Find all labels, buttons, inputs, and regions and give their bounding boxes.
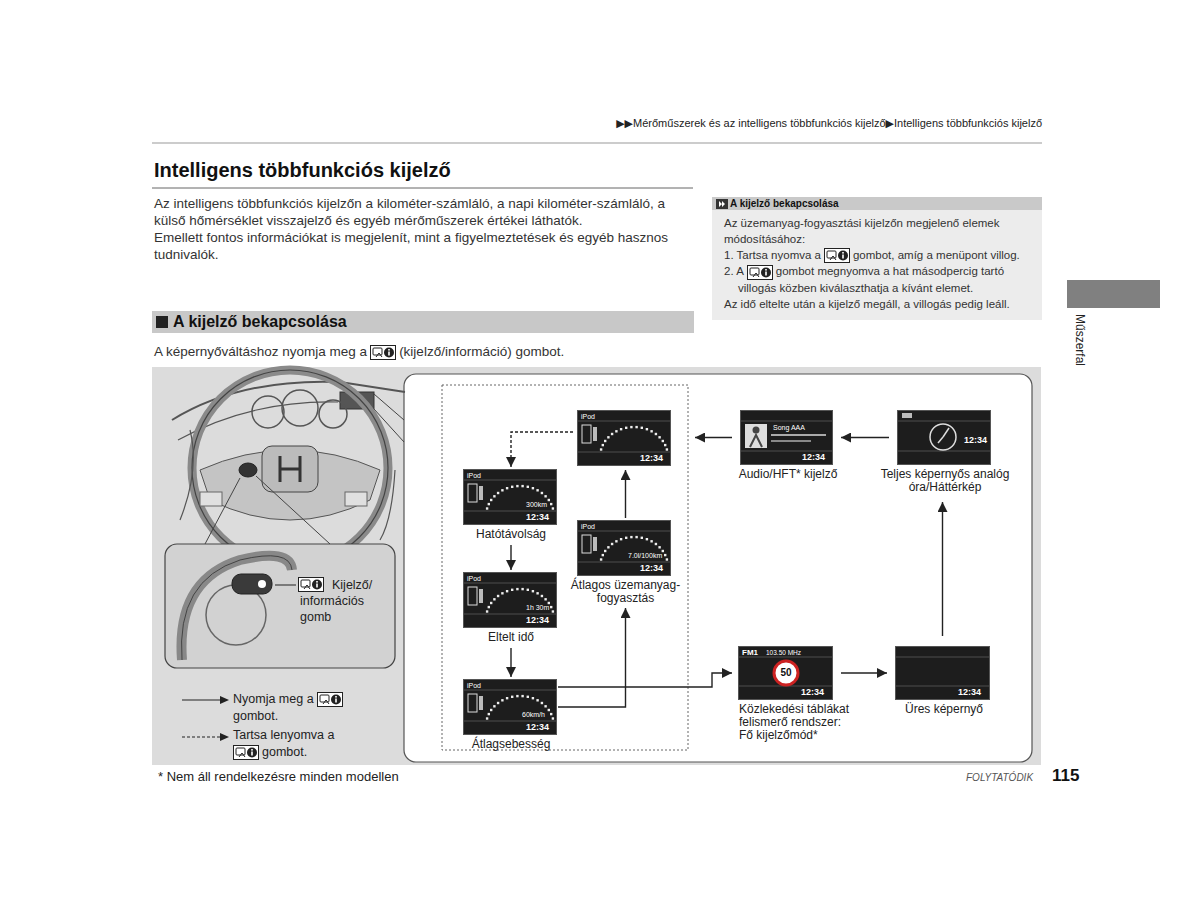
legend-text: gombot. — [233, 709, 278, 723]
flow-panel — [404, 374, 1032, 762]
display-screen: Eltelt időiPod1h 30m12:34 — [463, 572, 557, 628]
section-square — [156, 316, 168, 328]
display-screen: Üres képernyő12:34 — [895, 646, 990, 700]
display-info-button-icon — [370, 345, 396, 360]
legend-text: Nyomja meg a — [233, 692, 314, 706]
breadcrumb: ▶▶Mérőműszerek és az intelligens többfun… — [440, 117, 1042, 130]
sidebar-text: Az idő eltelte után a kijelző megáll, a … — [724, 296, 1030, 312]
display-screen: Teljes képernyős analóg óra/Háttérkép12:… — [897, 410, 991, 465]
sidebar-step: 1. Tartsa nyomva a gombot, amíg a menüpon… — [724, 247, 1030, 263]
chapter-tab-label: Műszerfal — [1073, 302, 1087, 378]
display-screen: HatótávolságiPod300km12:34 — [463, 469, 557, 525]
legend-text: Tartsa lenyomva a — [233, 728, 334, 742]
flow-arrow — [511, 432, 573, 467]
legend-text: gombot. — [262, 745, 307, 759]
instruction-line: A képernyőváltáshoz nyomja meg a (kijelző… — [154, 343, 694, 360]
screen-readout: 12:34 — [526, 723, 549, 732]
display-screen: Közlekedési táblákat felismerő rendszer:… — [738, 646, 833, 700]
screen-readout: 103.50 MHz — [766, 650, 801, 657]
display-info-button-icon — [298, 577, 324, 592]
screen-readout: iPod — [467, 472, 481, 479]
flow-arrow — [510, 648, 511, 677]
screen-readout: 12:34 — [964, 436, 987, 445]
legend-row: Tartsa lenyomva a gombot. — [233, 727, 351, 761]
legend-row: Nyomja meg a gombot. — [233, 691, 355, 725]
fuel-group-box — [442, 385, 688, 750]
page-title: Intelligens többfunkciós kijelző — [154, 159, 451, 182]
sidebar-text: gombot megnyomva a hat másodpercig tartó… — [738, 265, 1004, 293]
flow-arrow — [942, 502, 943, 636]
page-number: 115 — [1052, 766, 1079, 786]
sidebar-note: A kijelző bekapcsolása Az üzemanyag-fogya… — [712, 197, 1042, 320]
title-rule — [152, 188, 693, 189]
screen-caption: Üres képernyő — [894, 703, 994, 716]
display-screen: Audio/HFT* kijelzőSong AAA12:34 — [740, 410, 833, 465]
screen-readout: iPod — [581, 523, 595, 530]
flow-arrow — [558, 673, 732, 687]
flow-arrow — [841, 672, 887, 673]
screen-readout: FM1 — [742, 649, 758, 657]
screen-caption: Átlagos üzemanyag-fogyasztás — [563, 579, 688, 605]
screen-readout: 300km — [526, 501, 547, 508]
instruction-text: A képernyőváltáshoz nyomja meg a — [154, 344, 367, 359]
display-screen: Átlagos üzemanyag-fogyasztásiPod7.0l/100… — [577, 520, 671, 576]
screen-readout: Song AAA — [773, 424, 805, 431]
display-screen: iPod 12:34 — [577, 410, 671, 466]
reference-marker — [716, 199, 728, 209]
screen-readout: 50 — [773, 668, 799, 678]
screen-readout: 12:34 — [958, 688, 981, 697]
button-callout: Kijelző/ információs gomb — [300, 577, 392, 625]
sidebar-text: Az üzemanyag-fogyasztási kijelzőn megjel… — [724, 215, 1030, 247]
flow-arrow — [625, 470, 626, 518]
steering-wheel-illustration — [165, 370, 405, 668]
sidebar-body: Az üzemanyag-fogyasztási kijelzőn megjel… — [712, 210, 1042, 312]
footnote: * Nem áll rendelkezésre minden modellen — [158, 769, 399, 784]
flow-arrow — [510, 545, 511, 570]
instruction-text: (kijelző/információ) gombot. — [399, 344, 564, 359]
screen-caption: Eltelt idő — [456, 631, 566, 644]
flow-arrow — [695, 437, 732, 438]
sidebar-text: 2. A — [724, 265, 744, 277]
screen-readout: 12:34 — [802, 453, 825, 462]
screen-caption: Hatótávolság — [456, 528, 566, 541]
section-band: A kijelző bekapcsolása — [152, 311, 694, 333]
sidebar-text: gombot, amíg a menüpont villog. — [853, 249, 1020, 261]
display-info-button-icon — [233, 745, 259, 760]
sidebar-text: 1. Tartsa nyomva a — [724, 249, 821, 261]
screen-readout: iPod — [467, 575, 481, 582]
screen-caption: Átlagsebesség — [456, 738, 566, 751]
diagram-ground — [152, 367, 1041, 765]
screen-readout: 12:34 — [526, 616, 549, 625]
sidebar-heading-bar: A kijelző bekapcsolása — [712, 197, 1042, 210]
legend-lines — [182, 696, 229, 741]
display-info-button-icon — [317, 692, 343, 707]
screen-caption: Audio/HFT* kijelző — [732, 468, 844, 481]
screen-readout: 12:34 — [526, 513, 549, 522]
screen-readout: 7.0l/100km — [628, 552, 662, 559]
continued-marker: FOLYTATÓDIK — [966, 772, 1033, 783]
display-screen: ÁtlagsebességiPod60km/h12:34 — [463, 679, 557, 735]
screen-readout: 12:34 — [640, 564, 663, 573]
sidebar-heading: A kijelző bekapcsolása — [730, 198, 839, 209]
screen-caption: Közlekedési táblákat felismerő rendszer:… — [739, 703, 857, 742]
screen-readout: iPod — [467, 682, 481, 689]
screen-caption: Teljes képernyős analóg óra/Háttérkép — [870, 468, 1020, 494]
display-info-button-icon — [824, 248, 850, 263]
header-rule — [152, 143, 1042, 144]
screen-readout: 12:34 — [801, 688, 824, 697]
intro-paragraph: Emellett fontos információkat is megjele… — [154, 229, 694, 263]
display-info-button-icon — [747, 265, 773, 280]
flow-arrow — [841, 437, 889, 438]
sidebar-step: 2. Agombot megnyomva a hat másodpercig t… — [724, 263, 1030, 295]
screen-readout: 12:34 — [640, 454, 663, 463]
section-heading: A kijelző bekapcsolása — [173, 313, 347, 331]
chapter-tab — [1067, 280, 1160, 308]
screen-readout: 60km/h — [522, 711, 545, 718]
intro-paragraph: Az intelligens többfunkciós kijelzőn a k… — [154, 195, 694, 229]
flow-arrow — [558, 608, 626, 707]
screen-readout: iPod — [581, 413, 595, 420]
screen-readout: 1h 30m — [526, 604, 549, 611]
